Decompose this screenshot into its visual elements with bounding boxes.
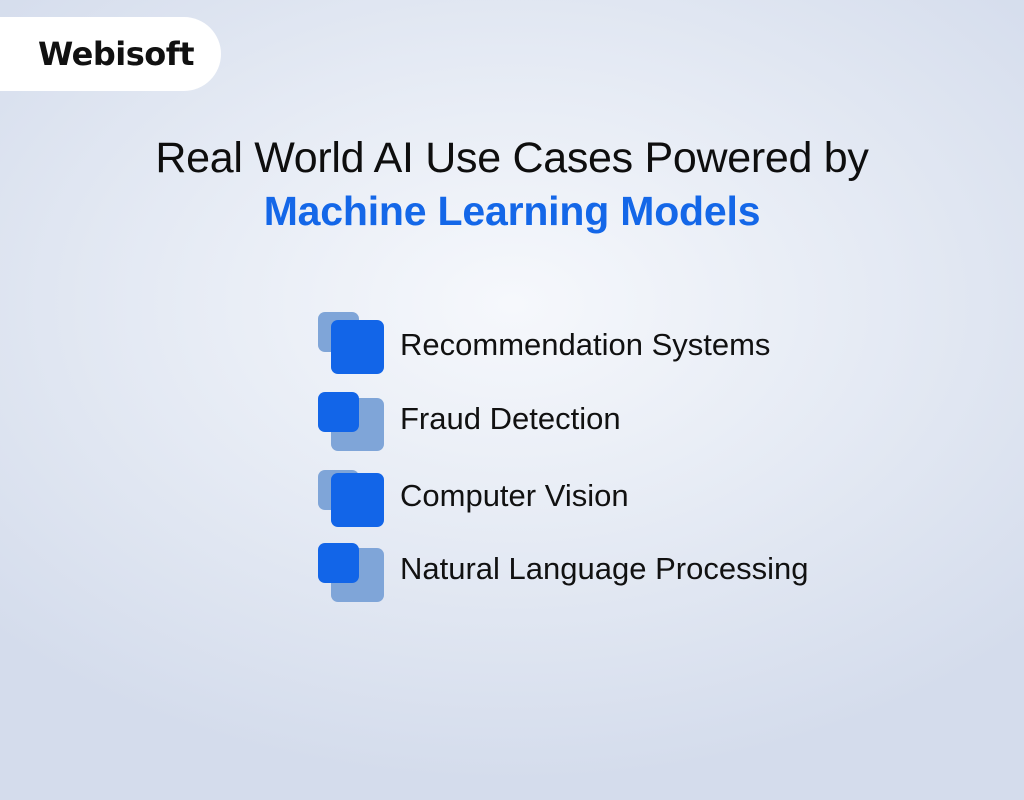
brand-logo-text: Webisoft — [38, 35, 194, 73]
page-title: Real World AI Use Cases Powered by Machi… — [0, 132, 1024, 238]
use-case-label: Recommendation Systems — [400, 327, 771, 362]
stacked-squares-icon — [317, 462, 385, 527]
title-line-2-highlight: Machine Learning Models — [263, 188, 761, 234]
use-case-label: Fraud Detection — [400, 400, 621, 436]
use-case-label: Natural Language Processing — [400, 550, 809, 586]
stacked-squares-icon — [317, 311, 385, 375]
brand-logo-badge: Webisoft — [0, 17, 221, 91]
stacked-squares-icon — [317, 538, 385, 602]
title-line-1: Real World AI Use Cases Powered by — [155, 134, 869, 182]
use-case-label: Computer Vision — [400, 478, 629, 513]
stacked-squares-icon — [317, 387, 385, 451]
